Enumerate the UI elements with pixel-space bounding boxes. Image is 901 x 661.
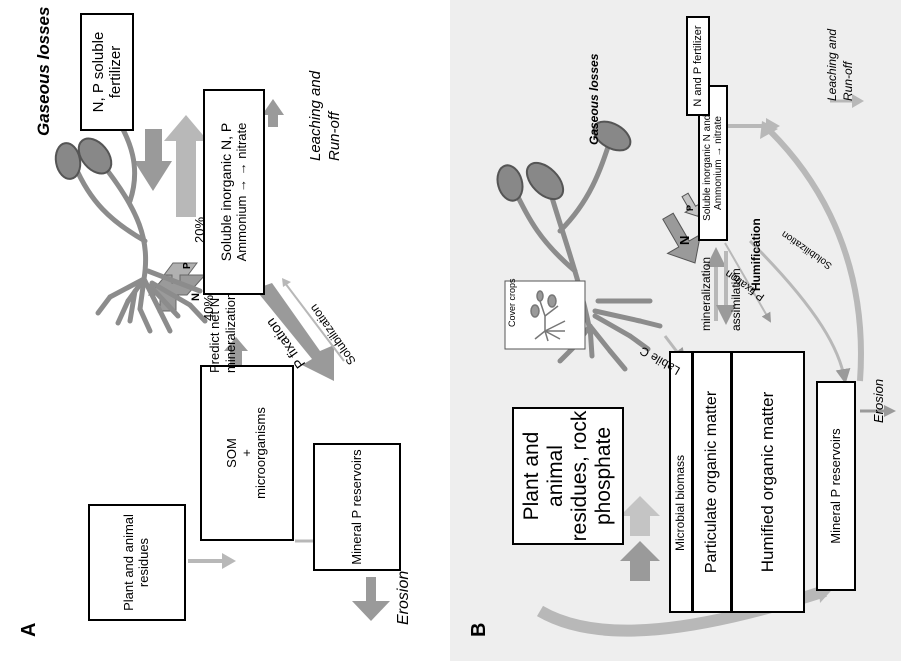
arrow-fertilizer-to-inorganic-a [134,129,172,191]
residues-box-a-label: Plant and animal residues [121,514,151,611]
som-line1: SOM [223,438,239,468]
gaseous-losses-label-b: Gaseous losses [587,53,601,145]
particulate-om-label: Particulate organic matter [702,390,720,574]
humified-om-box: Humified organic matter [731,351,805,613]
p-label-b: P [685,204,695,211]
fertilizer-b-label: N and P fertilizer [691,25,704,107]
humified-om-label: Humified organic matter [758,391,778,573]
som-plus: + [238,449,254,457]
inorganic-box-a: Soluble inorganic N, P Ammonium → → nitr… [203,89,265,295]
mineral-p-box-b-label: Mineral P reservoirs [827,428,843,544]
leaching-a-line2: Run-off [326,111,343,161]
predict-label-line2: mineralization [223,292,238,373]
arrow-p-fixation-a [255,283,334,381]
residues-b-line2: residues, rock [568,410,591,542]
erosion-label-b: Erosion [871,378,886,423]
arrow-erosion-a [352,577,390,621]
leaching-a-line1: Leaching and [307,70,324,161]
residues-b-line1: Plant and animal [519,431,567,521]
percent-40-label: 40% [201,294,216,321]
residues-box-a: Plant and animal residues [88,504,186,621]
gaseous-losses-label-a: Gaseous losses [34,6,53,136]
p-label-a: P [182,262,193,269]
microbial-biomass-box: Microbial biomass [669,351,693,613]
fertilizer-a-line2: fertilizer [107,45,124,99]
inorganic-a-line2: Ammonium → → nitrate [233,122,249,262]
inorganic-b-line2: Ammonium → nitrate [713,116,724,210]
microbial-biomass-label: Microbial biomass [673,454,688,551]
fertilizer-box-b: N and P fertilizer [686,16,710,116]
n-label-b: N [677,235,692,245]
residues-box-b: Plant and animal residues, rock phosphat… [512,407,624,545]
fertilizer-a-line1: N, P soluble [89,31,107,113]
panel-a-letter: A [18,622,40,637]
arrow-residues-to-microbial-1 [620,496,660,536]
arrow-leaching-b [830,94,864,108]
cover-crops-mini-plant [530,290,566,342]
leaves-b [496,120,632,202]
arrow-residues-to-som [188,553,236,569]
leaching-b-line2: Run-off [841,61,855,101]
residues-b-line3: phosphate [592,426,616,526]
arrow-humification-b [724,242,771,323]
mineralization-label-b: mineralization [699,256,713,331]
inorganic-a-line1: Soluble inorganic N, P [218,122,235,262]
mineral-p-box-b: Mineral P reservoirs [816,381,856,591]
arrow-solubilization-a [282,278,345,362]
particulate-om-box: Particulate organic matter [692,351,732,613]
leaching-b-line1: Leaching and [825,28,839,101]
mineral-p-box-a-label: Mineral P reservoirs [348,449,364,565]
arrow-residues-to-microbial-2 [620,541,660,581]
n-label-a: N [190,293,202,301]
mineral-p-box-a: Mineral P reservoirs [313,443,401,571]
humification-label-b: Humification [749,218,763,291]
arrow-erosion-b [860,405,896,417]
arrow-predict-net-n [224,337,248,365]
arrow-solubilization-b [767,128,864,382]
arrow-p-fixation-b [748,239,851,384]
arrow-gaseous-losses-a [164,115,208,217]
erosion-label-a: Erosion [395,570,412,625]
som-line2: microorganisms [253,407,269,499]
cover-crops-label: Cover crops [507,278,517,327]
som-box-a: SOM + microorganisms [200,365,294,541]
inorganic-b-line1: Soluble inorganic N and P [701,105,713,221]
panel-b-letter: B [468,622,490,637]
arrow-leaching-a [262,99,284,127]
arrow-n-uptake-b [662,212,702,264]
fertilizer-box-a: N, P soluble fertilizer [80,13,134,131]
